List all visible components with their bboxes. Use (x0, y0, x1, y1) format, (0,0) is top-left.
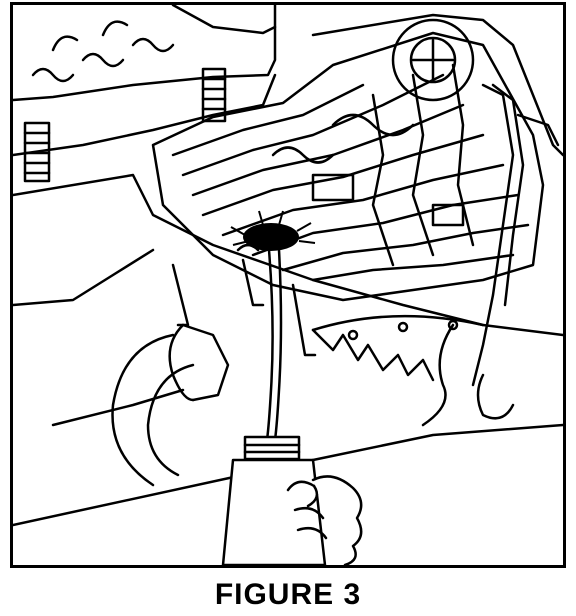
upper-housing-block (13, 5, 277, 157)
figure-illustration-frame (10, 2, 566, 568)
gear-teeth-edge (311, 314, 485, 382)
figure-caption: FIGURE 3 (214, 578, 362, 611)
filter-pipe (111, 323, 230, 487)
wiring-harness (421, 83, 560, 427)
valve-body (151, 31, 545, 302)
squeeze-bottle (221, 248, 327, 565)
valve-body-illustration (13, 5, 563, 565)
accumulator-cover (391, 18, 475, 102)
mounting-brackets (171, 243, 317, 357)
threaded-studs (23, 67, 227, 183)
hand (286, 475, 363, 565)
fluid-application-point (230, 210, 316, 251)
